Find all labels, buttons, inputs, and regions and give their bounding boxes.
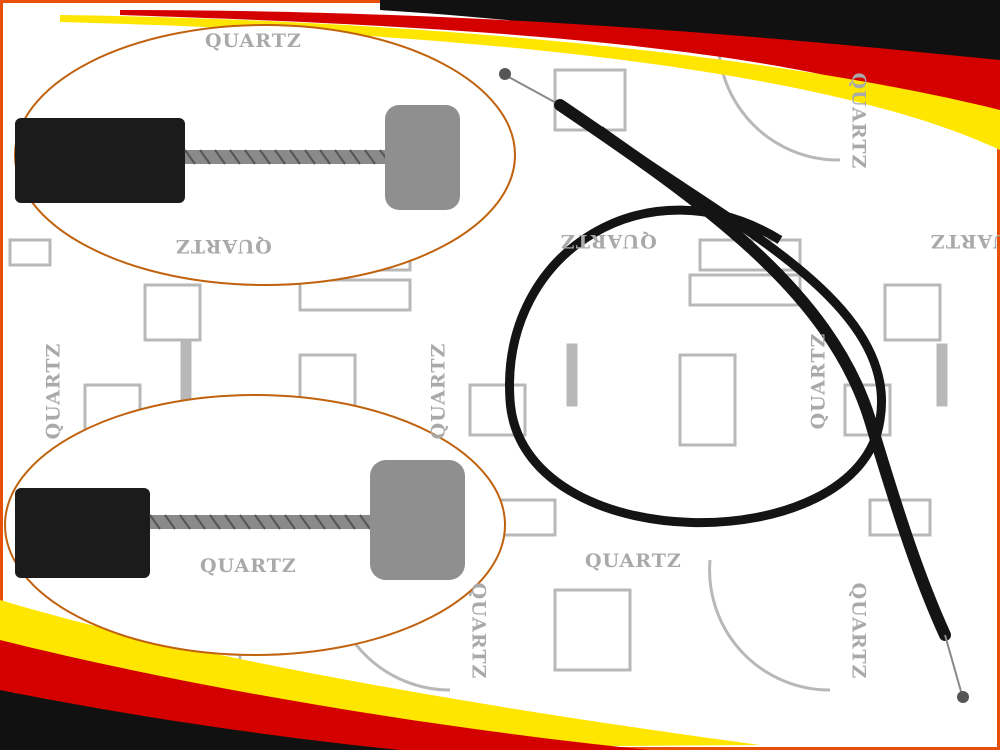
cable-full-view [499,68,969,703]
quartz-watermark: QUARTZ [205,30,302,52]
quartz-watermark: QUARTZ [585,550,682,572]
quartz-watermark: QUARTZ [847,72,870,170]
cable-end-nipple [385,105,460,210]
quartz-watermark: QUARTZ [807,332,830,430]
quartz-watermark: QUARTZ [467,582,490,680]
quartz-watermark: QUARTZ [847,582,870,680]
detail-ellipse-bottom [4,394,506,656]
cable-sheath [15,118,185,203]
quartz-watermark: QUARTZ [175,235,272,257]
detail-ellipse-top [14,24,516,286]
quartz-watermark: QUARTZ [560,230,657,252]
quartz-watermark: QUARTZ [200,555,297,577]
quartz-watermark: QUARTZ [427,342,450,440]
quartz-watermark: QUARTZ [42,342,65,440]
quartz-watermark: QUARTZ [930,230,1000,252]
